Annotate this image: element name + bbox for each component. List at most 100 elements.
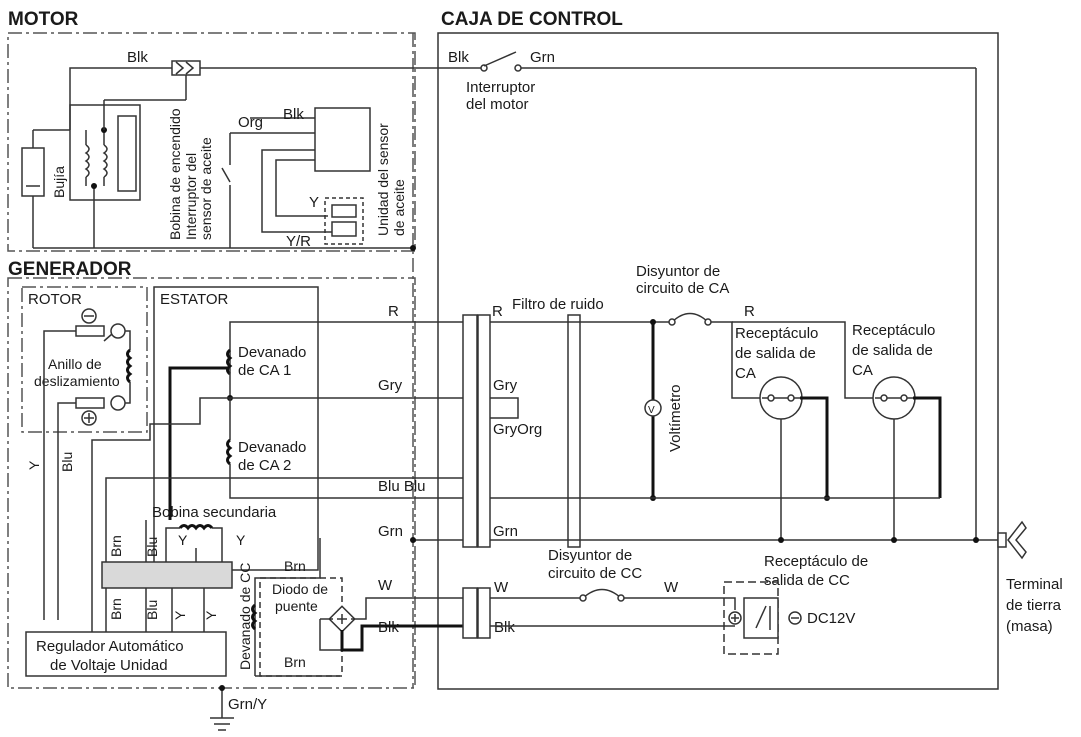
label-blk-sensor: Blk xyxy=(283,106,304,123)
dc-connector-block xyxy=(462,587,478,639)
label-dc-breaker-1: Disyuntor de xyxy=(548,547,632,564)
rotor-title: ROTOR xyxy=(28,291,82,308)
label-gry-right: Gry xyxy=(493,377,518,394)
label-y-sensor: Y xyxy=(309,194,319,211)
oil-sensor-float-icon xyxy=(331,204,357,218)
generator-title: GENERADOR xyxy=(8,259,132,280)
label-ac-winding-2b: de CA 2 xyxy=(238,457,291,474)
ac-winding-2-icon xyxy=(226,438,233,466)
secondary-coil-icon xyxy=(178,524,214,531)
label-ac-winding-1b: de CA 1 xyxy=(238,362,291,379)
dc-winding-icon xyxy=(251,603,258,631)
label-ac-breaker-1: Disyuntor de xyxy=(636,263,720,280)
label-blk-switch: Blk xyxy=(448,49,469,66)
label-w-mid: W xyxy=(494,579,509,596)
noise-filter-block-a xyxy=(462,314,478,548)
label-ac-winding-1a: Devanado xyxy=(238,344,306,361)
slip-ring-bottom-icon xyxy=(75,397,105,409)
label-terminal-2: de tierra xyxy=(1006,597,1062,614)
label-dc-winding: Devanado de CC xyxy=(237,563,253,670)
label-dc-recept-1: Receptáculo de xyxy=(764,553,868,570)
label-recept1-3: CA xyxy=(735,365,756,382)
avr-unit-icon xyxy=(25,631,227,677)
label-blu-left: Blu xyxy=(59,452,75,472)
ground-terminal-icon xyxy=(997,532,1007,548)
label-secondary-coil: Bobina secundaria xyxy=(152,504,277,521)
label-oil-unit-2: de aceite xyxy=(391,179,407,236)
label-blublu: Blu Blu xyxy=(378,478,426,495)
label-oil-switch-2: sensor de aceite xyxy=(198,137,214,240)
oil-sensor-unit-icon xyxy=(314,107,371,172)
stator-frame xyxy=(153,286,319,571)
label-diode-1: Diodo de xyxy=(272,581,328,597)
engine-switch-lever-icon xyxy=(483,51,517,67)
ignition-coil-secondary-icon xyxy=(102,144,108,178)
label-avr-1: Regulador Automático xyxy=(36,638,184,655)
label-y-4: Y xyxy=(203,610,219,620)
label-yr: Y/R xyxy=(286,233,311,250)
label-blu-2: Blu xyxy=(144,600,160,620)
label-diode-2: puente xyxy=(275,598,318,614)
label-slip-ring-1: Anillo de xyxy=(48,356,102,372)
dc-breaker-icon xyxy=(582,588,622,599)
ac-breaker-icon xyxy=(671,312,709,323)
noise-filter-block-b xyxy=(567,314,581,548)
label-brn-top: Brn xyxy=(284,558,306,574)
section-frames xyxy=(7,32,999,690)
label-terminal-1: Terminal xyxy=(1006,576,1063,593)
label-brn-1: Brn xyxy=(108,535,124,557)
ignition-coil-primary-icon xyxy=(84,144,90,178)
wing-nut-icon xyxy=(1007,520,1027,560)
label-grn-right: Grn xyxy=(493,523,518,540)
generator-frame xyxy=(7,277,416,689)
label-slip-ring-2: deslizamiento xyxy=(34,373,120,389)
label-recept2-3: CA xyxy=(852,362,873,379)
label-voltmeter: Voltímetro xyxy=(667,384,684,452)
ignition-coil-core-icon xyxy=(117,115,137,192)
label-recept1-2: de salida de xyxy=(735,345,816,362)
label-blk-top: Blk xyxy=(127,49,148,66)
label-r-left: R xyxy=(388,303,399,320)
label-y-1: Y xyxy=(178,532,188,548)
label-noise-filter: Filtro de ruido xyxy=(512,296,604,313)
label-w-left: W xyxy=(378,577,393,594)
oil-switch-contact-icon xyxy=(221,167,231,183)
motor-circuit: Blk Blk Grn Interruptor del motor Bujía … xyxy=(21,49,977,540)
label-terminal-3: (masa) xyxy=(1006,618,1053,635)
label-oil-switch-1: Interruptor del xyxy=(183,153,199,240)
label-avr-2: de Voltaje Unidad xyxy=(50,657,168,674)
label-brn-bottom: Brn xyxy=(284,654,306,670)
voltmeter-symbol: V xyxy=(648,405,655,416)
dc-receptacle-switch-icon xyxy=(755,605,767,629)
label-oil-unit-1: Unidad del sensor xyxy=(375,123,391,236)
label-dc-recept-2: salida de CC xyxy=(764,572,850,589)
label-recept2-1: Receptáculo xyxy=(852,322,935,339)
control-box-circuit: R R Filtro de ruido Disyuntor de circuit… xyxy=(378,263,1063,655)
label-dc12v: DC12V xyxy=(807,610,855,627)
label-engine-switch-1: Interruptor xyxy=(466,79,535,96)
label-org: Org xyxy=(238,114,263,131)
label-brn-2: Brn xyxy=(108,598,124,620)
label-y-2: Y xyxy=(236,532,246,548)
stator-title: ESTATOR xyxy=(160,291,229,308)
label-gry-left: Gry xyxy=(378,377,403,394)
label-recept2-2: de salida de xyxy=(852,342,933,359)
label-blu-1: Blu xyxy=(144,537,160,557)
rotor-frame xyxy=(21,286,148,433)
label-gryorg: GryOrg xyxy=(493,421,542,438)
label-spark-plug: Bujía xyxy=(51,166,67,198)
motor-frame xyxy=(7,32,416,252)
generator-circuit: Anillo de deslizamiento Y Blu Devanado d… xyxy=(25,308,465,731)
voltmeter-icon xyxy=(644,399,662,417)
label-recept1-1: Receptáculo xyxy=(735,325,818,342)
label-dc-breaker-2: circuito de CC xyxy=(548,565,642,582)
motor-title: MOTOR xyxy=(8,9,79,30)
engine-switch-contact-icon xyxy=(480,64,488,72)
control-box-title: CAJA DE CONTROL xyxy=(441,9,623,30)
label-y-left: Y xyxy=(26,460,42,470)
ac-winding-1-icon xyxy=(226,348,233,376)
label-ac-breaker-2: circuito de CA xyxy=(636,280,729,297)
label-r-far: R xyxy=(744,303,755,320)
rotor-winding-icon xyxy=(126,348,133,384)
